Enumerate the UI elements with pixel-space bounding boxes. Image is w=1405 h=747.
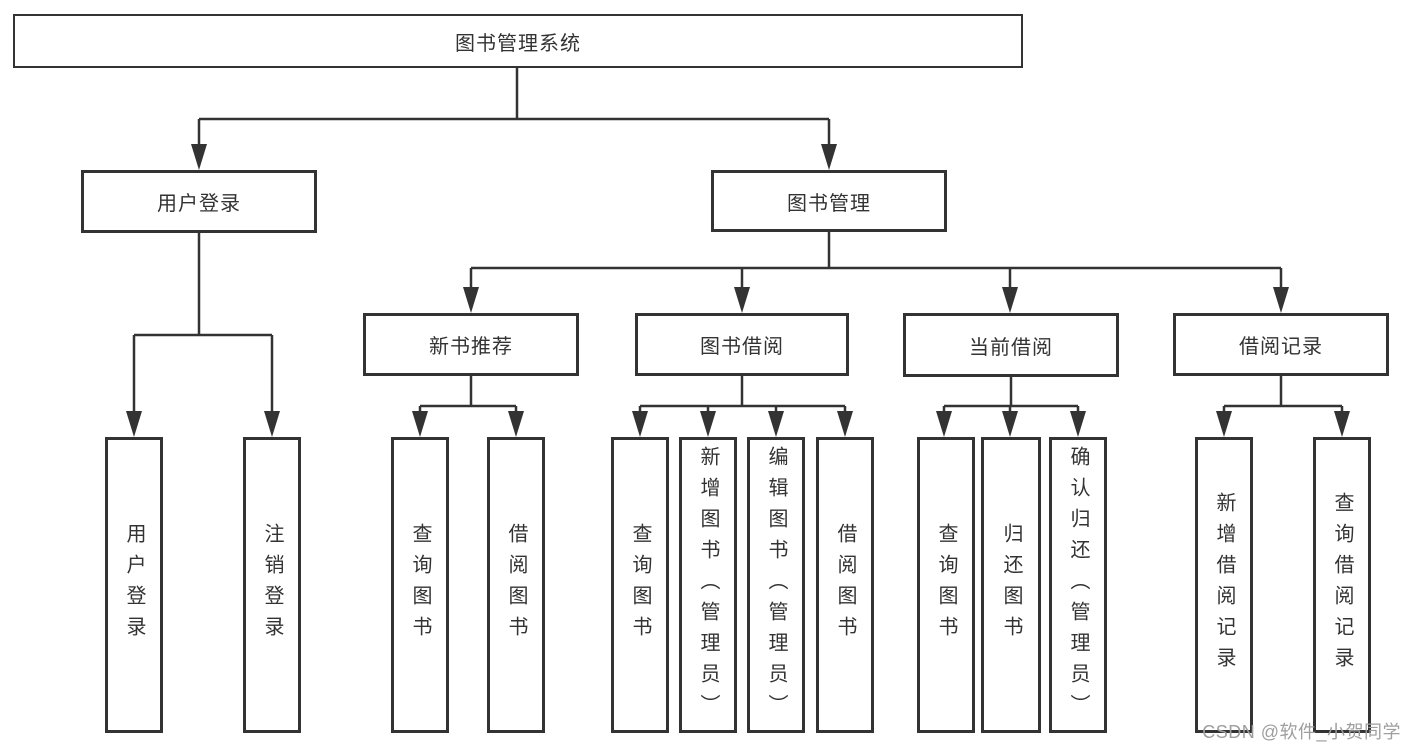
leaf-edit-book-admin: 编辑图书（管理员） xyxy=(747,437,805,733)
leaf-return-book: 归还图书 xyxy=(981,437,1041,733)
node-label: 图书管理系统 xyxy=(455,32,581,55)
leaf-query-books-3: 查询图书 xyxy=(917,437,975,733)
leaf-label: 用户登录 xyxy=(123,523,145,647)
node-borrowing-records: 借阅记录 xyxy=(1173,313,1389,376)
leaf-label: 确认归还（管理员） xyxy=(1067,445,1089,725)
node-label: 当前借阅 xyxy=(969,336,1053,359)
leaf-borrow-books: 借阅图书 xyxy=(487,437,545,733)
leaf-user-login: 用户登录 xyxy=(105,437,163,733)
leaf-confirm-return-admin: 确认归还（管理员） xyxy=(1049,437,1107,733)
leaf-label: 编辑图书（管理员） xyxy=(765,445,787,725)
leaf-label: 注销登录 xyxy=(261,523,283,647)
leaf-query-books-2: 查询图书 xyxy=(611,437,669,733)
node-label: 用户登录 xyxy=(157,193,241,215)
leaf-label: 借阅图书 xyxy=(834,523,856,647)
leaf-query-books: 查询图书 xyxy=(391,437,449,733)
node-library-management-system: 图书管理系统 xyxy=(13,14,1023,68)
leaf-label: 借阅图书 xyxy=(505,523,527,647)
leaf-label: 新增图书（管理员） xyxy=(697,445,719,725)
leaf-label: 查询借阅记录 xyxy=(1331,492,1353,678)
leaf-label: 查询图书 xyxy=(409,523,431,647)
leaf-borrow-books-2: 借阅图书 xyxy=(816,437,874,733)
node-book-borrowing: 图书借阅 xyxy=(635,313,849,376)
leaf-add-borrow-record: 新增借阅记录 xyxy=(1195,437,1253,733)
node-label: 借阅记录 xyxy=(1239,336,1323,358)
node-label: 图书管理 xyxy=(787,192,871,215)
node-new-book-recommendation: 新书推荐 xyxy=(363,313,579,376)
node-label: 新书推荐 xyxy=(429,336,513,358)
leaf-label: 查询图书 xyxy=(629,523,651,647)
leaf-query-borrow-record: 查询借阅记录 xyxy=(1313,437,1371,733)
leaf-label: 归还图书 xyxy=(1000,523,1022,647)
leaf-label: 查询图书 xyxy=(935,523,957,647)
leaf-add-book-admin: 新增图书（管理员） xyxy=(679,437,737,733)
node-label: 图书借阅 xyxy=(700,336,784,358)
node-user-login: 用户登录 xyxy=(81,170,317,233)
node-book-management: 图书管理 xyxy=(711,170,947,232)
node-current-borrowing: 当前借阅 xyxy=(903,313,1119,377)
csdn-watermark: CSDN @软件_小贺同学 xyxy=(1202,722,1401,742)
leaf-logout: 注销登录 xyxy=(243,437,301,733)
leaf-label: 新增借阅记录 xyxy=(1213,492,1235,678)
